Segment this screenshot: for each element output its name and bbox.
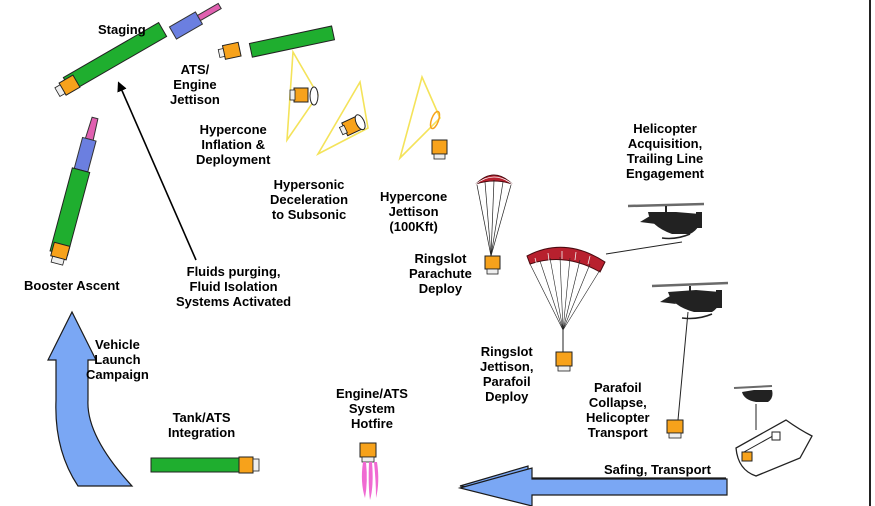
frame-border [869, 0, 871, 506]
label-ringslot-jettison: Ringslot Jettison, Parafoil Deploy [480, 344, 534, 404]
parafoil-icon [526, 241, 683, 372]
booster-ascent-rocket-icon [49, 116, 99, 266]
label-helicopter-acquisition: Helicopter Acquisition, Trailing Line En… [626, 121, 705, 181]
fluids-purging-pointer-arrow [117, 81, 197, 261]
label-parafoil-collapse: Parafoil Collapse, Helicopter Transport [586, 380, 650, 440]
ats-module-icon [50, 241, 71, 266]
ship-icon [733, 385, 813, 477]
hypercone-deceleration-icon [315, 79, 369, 156]
label-safing-transport: Safing, Transport [604, 462, 711, 477]
label-booster-ascent: Booster Ascent [24, 278, 120, 293]
label-engine-hotfire: Engine/ATS System Hotfire [336, 386, 408, 431]
helicopter-icon [627, 202, 705, 240]
label-hypercone-inflation: Hypercone Inflation & Deployment [196, 122, 271, 167]
ats-module-icon [217, 41, 242, 60]
label-vehicle-launch: Vehicle Launch Campaign [86, 337, 149, 382]
ats-module-icon [54, 74, 81, 98]
label-ats-engine-jettison: ATS/ Engine Jettison [170, 62, 220, 107]
label-staging: Staging [98, 22, 146, 37]
vehicle-launch-arrow-icon [47, 310, 134, 487]
tank-integration-icon [150, 456, 260, 474]
engine-flame-icon [359, 442, 379, 500]
safing-transport-arrow [457, 467, 728, 506]
helicopter-icon [651, 281, 729, 439]
hypercone-jettison-icon [398, 74, 448, 161]
hypercone-inflation-icon [286, 49, 319, 143]
staging-rocket-icon [54, 2, 222, 98]
ats-engine-jettison-icon [217, 25, 336, 60]
staging-upper-stage-icon [168, 2, 222, 40]
label-fluids-purging: Fluids purging, Fluid Isolation Systems … [176, 264, 292, 309]
label-hypercone-jettison: Hypercone Jettison (100Kft) [380, 189, 448, 234]
label-hypersonic-deceleration: Hypersonic Deceleration to Subsonic [270, 177, 349, 222]
label-tank-integration: Tank/ATS Integration [168, 410, 236, 440]
label-ringslot-deploy: Ringslot Parachute Deploy [409, 251, 472, 296]
ringslot-parachute-icon [475, 174, 513, 275]
